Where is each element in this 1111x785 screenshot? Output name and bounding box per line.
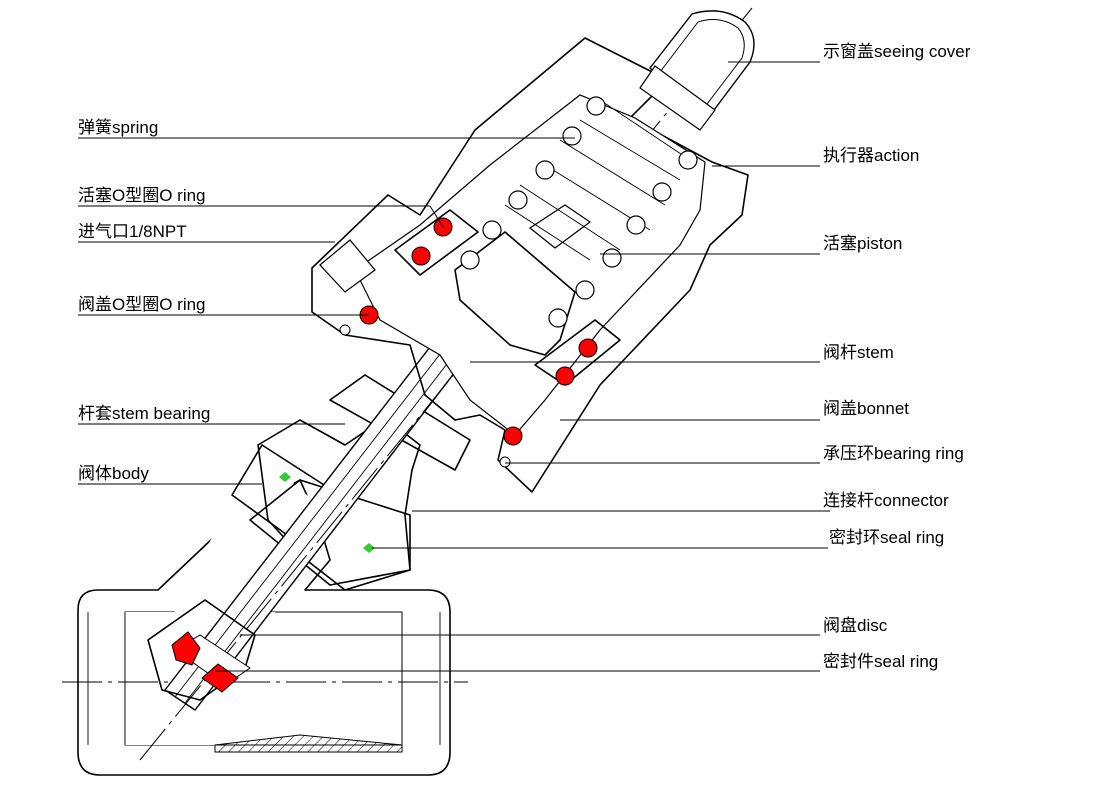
label-bonnet: 阀盖bonnet <box>823 399 909 418</box>
label-bearing-ring: 承压环bearing ring <box>823 444 964 463</box>
labels-right: 示窗盖seeing cover 执行器action 活塞piston 阀杆ste… <box>823 42 971 671</box>
piston-o-ring-lower <box>411 246 431 266</box>
seal-ring-marker-connector <box>363 543 375 553</box>
stem-o-ring-lower <box>555 366 575 386</box>
label-stem: 阀杆stem <box>823 343 894 362</box>
bearing-ring-o-ring <box>503 426 523 446</box>
seal-ring-marker-body <box>279 472 291 482</box>
label-piston-o-ring: 活塞O型圈O ring <box>78 186 206 205</box>
label-spring: 弹簧spring <box>78 118 158 137</box>
o-rings <box>359 217 598 446</box>
label-air-inlet: 进气口1/8NPT <box>78 222 187 241</box>
label-body: 阀体body <box>78 464 149 483</box>
label-seal-ring-1: 密封环seal ring <box>829 528 944 547</box>
label-seal-ring-2: 密封件seal ring <box>823 652 938 671</box>
seeing-cover <box>639 10 755 131</box>
disc-seals <box>171 631 239 693</box>
label-connector: 连接杆connector <box>823 491 949 510</box>
valve-stem <box>139 7 753 761</box>
labels-left: 弹簧spring 活塞O型圈O ring 进气口1/8NPT 阀盖O型圈O ri… <box>78 118 210 483</box>
label-piston: 活塞piston <box>823 234 902 253</box>
label-bonnet-o-ring: 阀盖O型圈O ring <box>78 295 206 314</box>
label-action: 执行器action <box>823 146 919 165</box>
seal-ring-markers <box>279 472 375 553</box>
stem-o-ring-upper <box>578 338 598 358</box>
label-stem-bearing: 杆套stem bearing <box>78 404 210 423</box>
label-seeing-cover: 示窗盖seeing cover <box>823 42 971 61</box>
disc-seal-upper <box>171 631 201 666</box>
label-disc: 阀盘disc <box>823 616 888 635</box>
actuator-housing <box>311 37 749 493</box>
disc-seal-lower <box>201 663 239 693</box>
leader-lines <box>78 61 830 672</box>
